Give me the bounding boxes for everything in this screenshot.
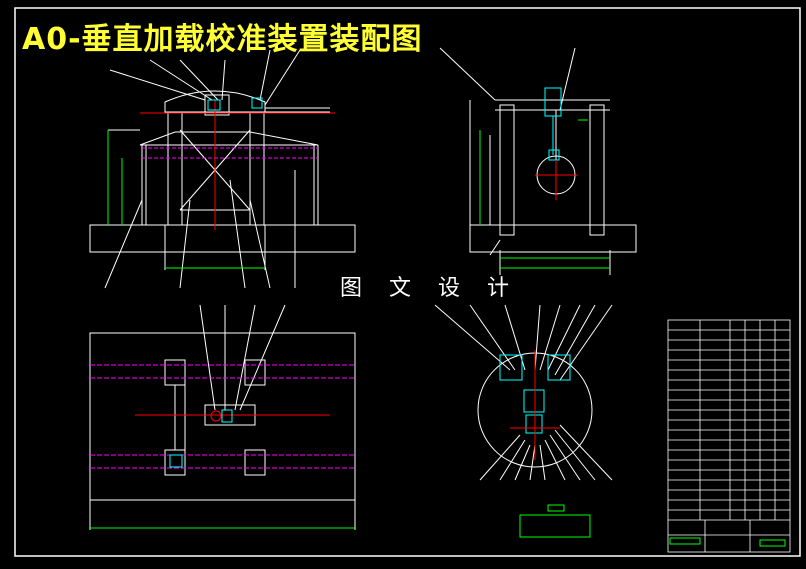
title-block-colored xyxy=(669,537,786,547)
side-view-colored xyxy=(479,87,610,269)
front-view-colored xyxy=(107,97,335,269)
title-block xyxy=(667,319,791,553)
detail-view-colored xyxy=(499,350,591,538)
side-view xyxy=(439,47,637,275)
detail-view xyxy=(434,304,613,481)
watermark-text: 图 文 设 计 xyxy=(340,276,519,301)
top-view-colored xyxy=(90,364,355,529)
drawing-title: A0-垂直加载校准装置装配图 xyxy=(22,22,423,57)
front-view xyxy=(89,49,356,289)
sheet-border xyxy=(14,7,801,557)
